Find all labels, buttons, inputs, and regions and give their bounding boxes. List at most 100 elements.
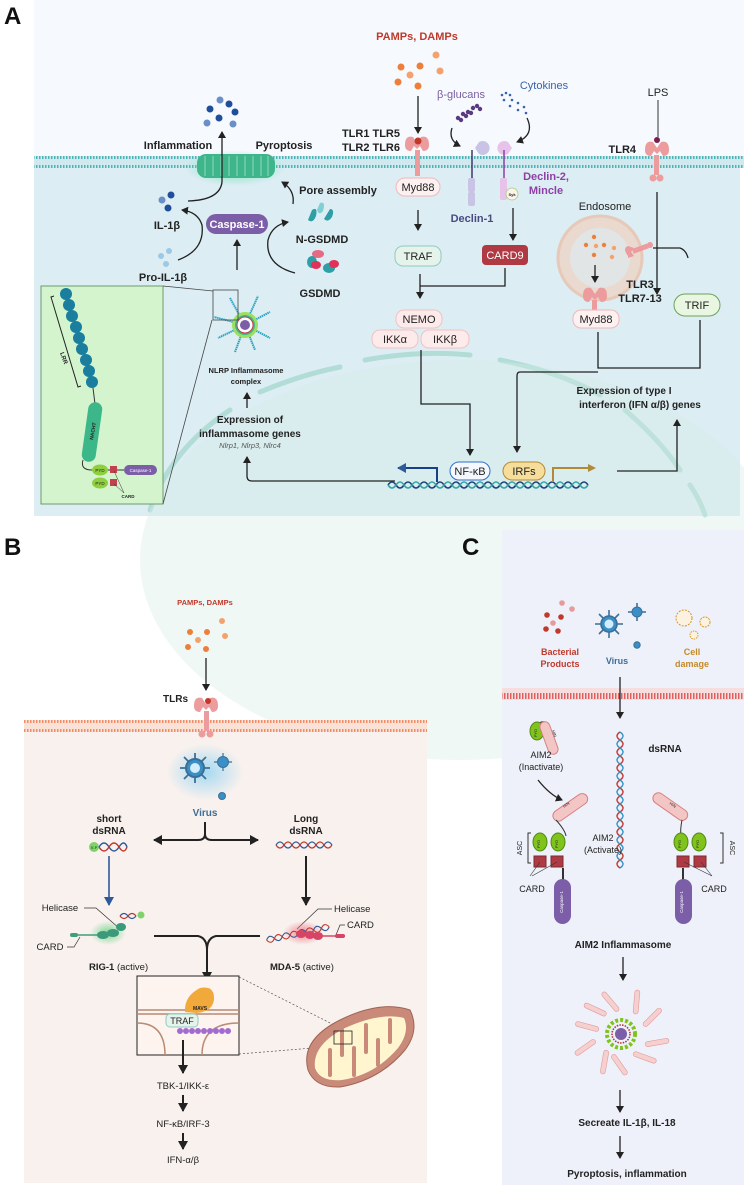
nfkb-node: [449, 461, 491, 481]
processing-arrow: [177, 206, 203, 261]
pamps-particles-a: [394, 51, 444, 90]
to-interferon-arrow: [617, 419, 681, 472]
mda5-helicase-label: Helicase: [334, 904, 370, 915]
five-prime-phosphate-label: 5'-P: [91, 846, 98, 850]
card9-merge-line: [420, 268, 506, 287]
trif-node: [673, 293, 721, 317]
mda5-name: MDA-5: [270, 962, 301, 973]
declin2-label-1: Declin-2,: [523, 171, 569, 183]
mavs-chain-icon: [177, 1028, 231, 1034]
trif-label: TRIF: [685, 300, 710, 312]
pore-assembly-label: Pore assembly: [299, 185, 378, 197]
tlr-group-label-1: TLR1 TLR5: [342, 128, 400, 140]
mavs-inset-box: [136, 975, 240, 1056]
panel-c: C Bacterial Products Virus Cell: [462, 530, 744, 1185]
aim2-inflammasome-label: AIM2 Inflammasome: [575, 940, 672, 951]
declin2-label-2: Mincle: [529, 185, 563, 197]
pyroptosis-label: Pyroptosis: [256, 140, 313, 152]
lrr-linker: [92, 387, 96, 405]
nfkb-label: NF-κB: [454, 466, 485, 478]
rlr-to-mavs-arrow: [154, 935, 260, 980]
pamps-particles-b: [185, 618, 228, 652]
virus-label-b: Virus: [193, 808, 218, 819]
interferon-label-1: Expression of type I: [576, 386, 671, 397]
rig1-name: RIG-1: [89, 962, 115, 973]
panel-b-label: B: [4, 534, 21, 561]
rig1-helicase-label: Helicase: [42, 903, 78, 914]
outcome-label: Pyroptosis, inflammation: [567, 1169, 686, 1180]
pyd-domain-1: [92, 464, 108, 476]
aim2-left-hin: HIN: [562, 801, 571, 809]
traf-label: TRAF: [404, 251, 433, 263]
short-dsrna-icon: 5'-P: [89, 842, 128, 852]
virus-to-long-dsrna-arrow: [204, 833, 259, 845]
il1b-label: IL-1β: [154, 220, 181, 232]
card9-node: [482, 245, 528, 265]
inflammasome-expression-label-2: inflammasome genes: [199, 429, 301, 440]
nacht-domain-icon: [81, 402, 103, 462]
pro-il1b-icon: [158, 248, 172, 267]
endosomal-tlr-icon: [625, 242, 653, 258]
cytokines-label: Cytokines: [520, 80, 569, 92]
virus-label-c: Virus: [606, 656, 628, 666]
nemo-node: [395, 309, 443, 329]
syk-label: Syk: [508, 192, 516, 197]
lrr-domain-icon: [60, 288, 98, 388]
traf-node-b: [165, 1013, 199, 1028]
aim2-inactive-hin: HIN: [551, 729, 558, 737]
inset-connector-top: [162, 285, 214, 292]
nacht-linker: [81, 459, 93, 471]
bacterial-label-2: Products: [540, 659, 579, 669]
endosome-particles: [583, 234, 617, 260]
ikk-alpha-label: IKKα: [383, 334, 408, 346]
cascade-step-2: NF-κB/IRF-3: [156, 1119, 209, 1130]
aim2-right-pyd-2: PYD: [695, 840, 700, 848]
aim2-left-pyd-1: PYD: [536, 840, 541, 848]
irfs-label: IRFs: [512, 466, 536, 478]
inset-connector-bottom: [162, 319, 213, 505]
gsdmd-label: GSDMD: [300, 288, 341, 300]
mda5-state: (active): [300, 962, 334, 973]
cytokine-particles: [500, 91, 528, 115]
gsdmd-icon: [307, 250, 339, 273]
mitochondrion-zoom-box: [333, 1030, 353, 1045]
inset-zoom-box: [212, 289, 239, 321]
nfkb-to-inflammasome-arrow: [243, 456, 395, 482]
dna-icon: [387, 481, 589, 489]
inflammation-label: Inflammation: [144, 140, 213, 152]
syk-icon: [505, 187, 519, 201]
declin1-label: Declin-1: [451, 213, 494, 225]
aim2-right-asc: ASC: [728, 841, 735, 855]
tlr3-label-2: TLR7-13: [618, 293, 661, 305]
nlrp-complex-label-2: complex: [231, 377, 262, 386]
release-arrow: [187, 131, 226, 202]
pro-il1b-label: Pro-IL-1β: [139, 272, 188, 284]
pyd-label-2: PYD: [95, 481, 105, 486]
card-domain-1: [110, 466, 117, 473]
virus-icon-c: [595, 603, 646, 649]
rig1-state: (active): [114, 962, 148, 973]
pamps-damps-label-a: PAMPs, DAMPs: [376, 31, 458, 43]
long-dsrna-label-2: dsRNA: [289, 826, 322, 837]
mda5-icon: [266, 921, 345, 945]
lrr-bracket: [50, 295, 82, 388]
declin2-receptor-icon: [497, 141, 512, 156]
myd88-label: Myd88: [401, 182, 434, 194]
aim2-right-hin: HIN: [669, 801, 678, 809]
tlrs-label: TLRs: [163, 694, 188, 705]
declin1-receptor-icon: [475, 141, 490, 156]
panel-a: A Inflammation Pyroptosis: [4, 0, 744, 760]
inflammasome-expression-label-1: Expression of: [217, 415, 284, 426]
rig1-card-label: CARD: [37, 942, 64, 953]
mitochondrion-icon: [306, 1006, 415, 1088]
cell-membrane-c: [502, 688, 744, 700]
ikk-alpha-node: [371, 329, 419, 349]
cell-damage-label-1: Cell: [684, 647, 701, 657]
ikk-beta-label: IKKβ: [433, 334, 457, 346]
endosome-tlr3-icon: [583, 287, 607, 312]
panel-b: B PAMPs, DAMPs TLRs: [4, 534, 427, 1183]
tlrs-receptor-icon: [194, 697, 218, 738]
released-il1b-icon: [203, 96, 239, 128]
interferon-label-2: interferon (IFN α/β) genes: [579, 400, 701, 411]
